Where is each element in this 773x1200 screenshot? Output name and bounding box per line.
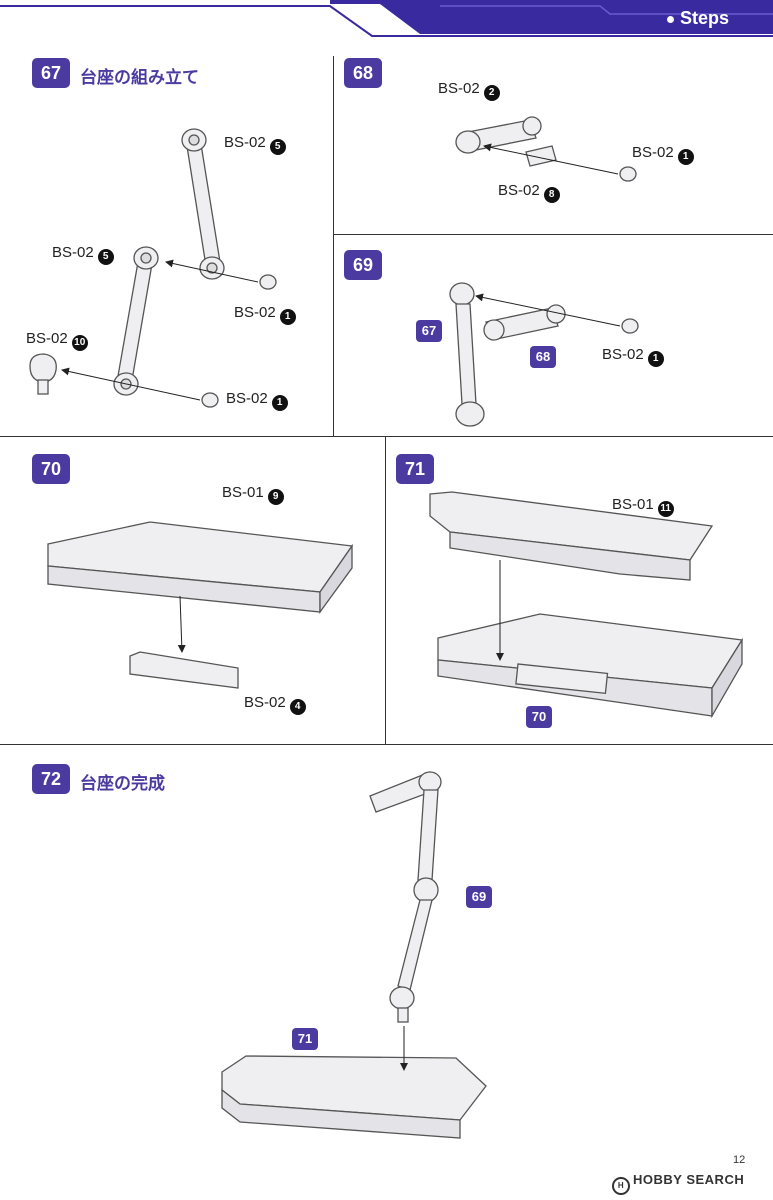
step-ref-67: 67	[416, 320, 442, 342]
divider-v-mid	[385, 436, 386, 744]
part-number-icon: 5	[97, 249, 114, 265]
step-badge-71: 71	[396, 454, 434, 484]
section-label: Steps	[666, 8, 729, 29]
part-number-icon: 5	[269, 139, 286, 155]
base-rail-70	[129, 651, 239, 689]
step-ref-68: 68	[530, 346, 556, 368]
divider-h-row2	[0, 744, 773, 745]
watermark-logo-icon: H	[612, 1177, 630, 1195]
step-title-72: 台座の完成	[80, 774, 165, 794]
header-band	[0, 0, 773, 37]
step-badge-69: 69	[344, 250, 382, 280]
part-number-icon: 1	[677, 149, 694, 165]
arm-part-lower	[117, 261, 153, 381]
page-number: 12	[733, 1154, 746, 1166]
part-number-icon: 1	[271, 395, 288, 411]
part-number-icon: 1	[279, 309, 296, 325]
joint-part	[29, 353, 57, 383]
step-ref-71: 71	[292, 1028, 318, 1050]
step-ref-70: 70	[526, 706, 552, 728]
divider-h-row1	[0, 436, 773, 437]
part-number-icon: 2	[483, 85, 500, 101]
step-badge-70: 70	[32, 454, 70, 484]
step-badge-72: 72	[32, 764, 70, 794]
arm-part-upper	[185, 137, 221, 267]
divider-v-top	[333, 56, 334, 436]
part-number-icon: 1	[647, 351, 664, 367]
step-badge-67: 67	[32, 58, 70, 88]
divider-h-68-69	[333, 234, 773, 235]
part-number-icon: 4	[289, 699, 306, 715]
bullet-icon	[666, 15, 674, 23]
step-badge-68: 68	[344, 58, 382, 88]
part-number-icon: 9	[267, 489, 284, 505]
step-ref-69: 69	[466, 886, 492, 908]
part-number-icon: 11	[657, 501, 674, 517]
step-title-67: 台座の組み立て	[80, 68, 199, 88]
part-number-icon: 8	[543, 187, 560, 203]
part-number-icon: 10	[71, 335, 88, 351]
